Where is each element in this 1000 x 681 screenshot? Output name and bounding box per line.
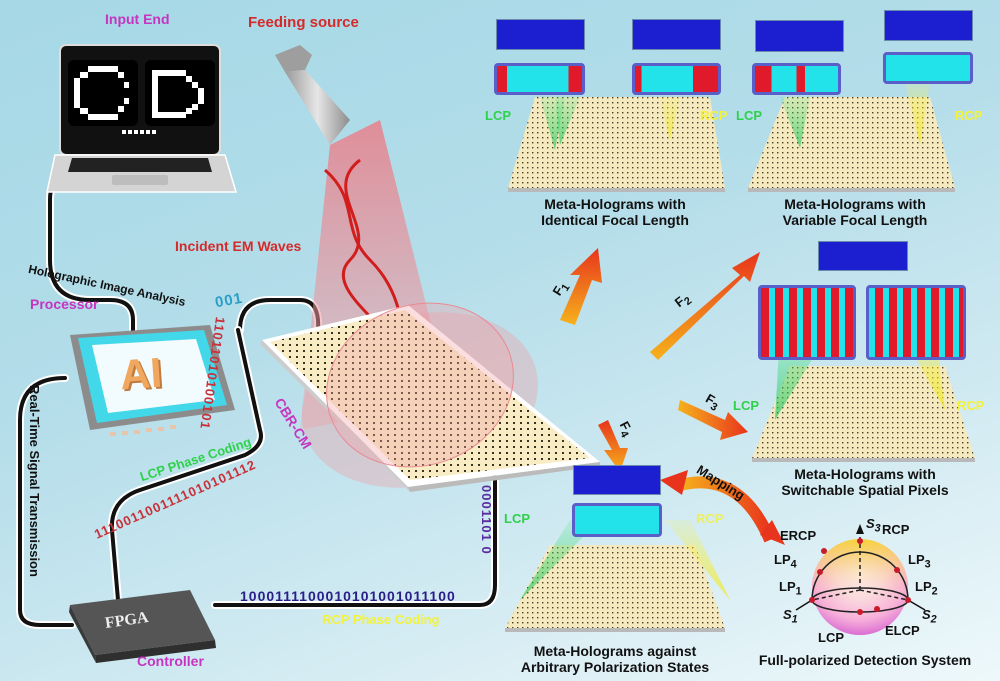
panel-switchable-rcp: RCP — [957, 398, 985, 413]
panel-variable-lcp: LCP — [736, 108, 762, 123]
hologram-target-5 — [818, 241, 908, 271]
arrow-mapping — [678, 476, 776, 543]
caption-variable-focal-length: Meta-Holograms with Variable Focal Lengt… — [782, 196, 928, 228]
poincare-rcp: RCP — [882, 522, 910, 537]
label-processor: Processor — [30, 296, 99, 312]
caption-detection-system: Full-polarized Detection System — [758, 652, 972, 668]
label-input-end: Input End — [105, 11, 170, 27]
panel-arbitrary-surface — [505, 520, 730, 632]
caption-switchable-spatial-pixels: Meta-Holograms with Switchable Spatial P… — [781, 466, 949, 498]
bitstream-rcp-horizontal: 1000111100010101001011100 — [240, 588, 456, 604]
hologram-target-3 — [755, 20, 844, 52]
bitstream-rcp-vertical: 0001101 0 — [479, 485, 494, 555]
pixel-pattern-4 — [883, 52, 973, 84]
hologram-target-4 — [884, 10, 973, 41]
poincare-s3: S3 — [866, 516, 881, 535]
label-controller: Controller — [137, 653, 204, 669]
panel-identical-surface — [508, 97, 725, 192]
poincare-lp4: LP4 — [774, 552, 797, 571]
hologram-target-6 — [573, 465, 661, 495]
poincare-lp1: LP1 — [779, 579, 802, 598]
poincare-lp2: LP2 — [915, 579, 938, 598]
hologram-target-1 — [496, 19, 585, 50]
ai-chip — [70, 325, 235, 436]
label-incident-em-waves: Incident EM Waves — [175, 238, 302, 254]
poincare-ercp: ERCP — [780, 528, 817, 543]
caption-arbitrary-polarization: Meta-Holograms against Arbitrary Polariz… — [520, 643, 710, 675]
caption-identical-focal-length: Meta-Holograms with Identical Focal Leng… — [541, 196, 689, 228]
pixel-pattern-5 — [758, 285, 856, 360]
arrow-f1 — [560, 248, 602, 325]
poincare-s2: S2 — [922, 607, 937, 626]
pixel-pattern-6 — [866, 285, 966, 360]
panel-arbitrary-lcp: LCP — [504, 511, 530, 526]
label-real-time-signal-transmission: Real-Time Signal Transmission — [27, 385, 42, 577]
pixel-pattern-3 — [752, 63, 841, 95]
ai-chip-label: AI — [118, 348, 164, 399]
panel-variable-rcp: RCP — [955, 108, 983, 123]
arrows — [560, 248, 785, 545]
panel-identical-rcp: RCP — [700, 108, 728, 123]
pixel-pattern-1 — [494, 63, 585, 95]
arrow-f3 — [678, 400, 748, 440]
poincare-s1: S1 — [783, 607, 798, 626]
poincare-lp3: LP3 — [908, 552, 931, 571]
arrow-f4 — [598, 420, 628, 472]
panel-variable-surface — [748, 82, 955, 192]
metasurface-cbr-cm — [260, 302, 600, 492]
fpga-chip — [69, 590, 216, 663]
panel-switchable-lcp: LCP — [733, 398, 759, 413]
label-feeding-source: Feeding source — [248, 14, 359, 31]
pixel-pattern-7 — [572, 503, 662, 537]
label-rcp-phase-coding: RCP Phase Coding — [322, 612, 440, 627]
hologram-target-2 — [632, 19, 721, 50]
pixel-pattern-2 — [632, 63, 721, 95]
arrow-f2 — [650, 252, 760, 360]
laptop-illustration — [46, 44, 238, 193]
panel-identical-lcp: LCP — [485, 108, 511, 123]
cables — [16, 166, 499, 629]
poincare-lcp: LCP — [818, 630, 844, 645]
poincare-sphere — [795, 524, 926, 635]
panel-arbitrary-rcp: RCP — [696, 511, 724, 526]
panel-switchable-surface — [752, 330, 975, 462]
poincare-elcp: ELCP — [885, 623, 920, 638]
